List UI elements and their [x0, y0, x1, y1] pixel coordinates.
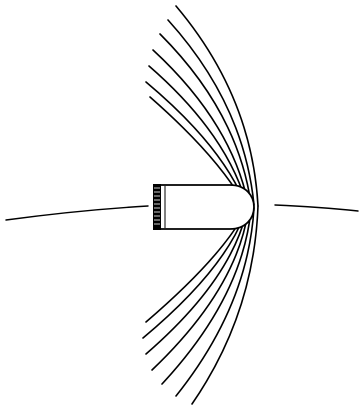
shock-wave-arc: [162, 210, 251, 384]
trajectory-right-line: [275, 205, 358, 211]
bullet-base: [153, 184, 161, 230]
trajectory-left-line: [6, 206, 148, 220]
shock-wave-arc: [192, 206, 258, 404]
shock-wave-arc: [146, 82, 244, 201]
shock-waves-upper: [146, 6, 258, 206]
shock-waves-lower: [143, 206, 258, 404]
bullet: [153, 184, 254, 230]
shock-wave-arc: [152, 212, 248, 370]
bullet-body: [158, 185, 254, 229]
